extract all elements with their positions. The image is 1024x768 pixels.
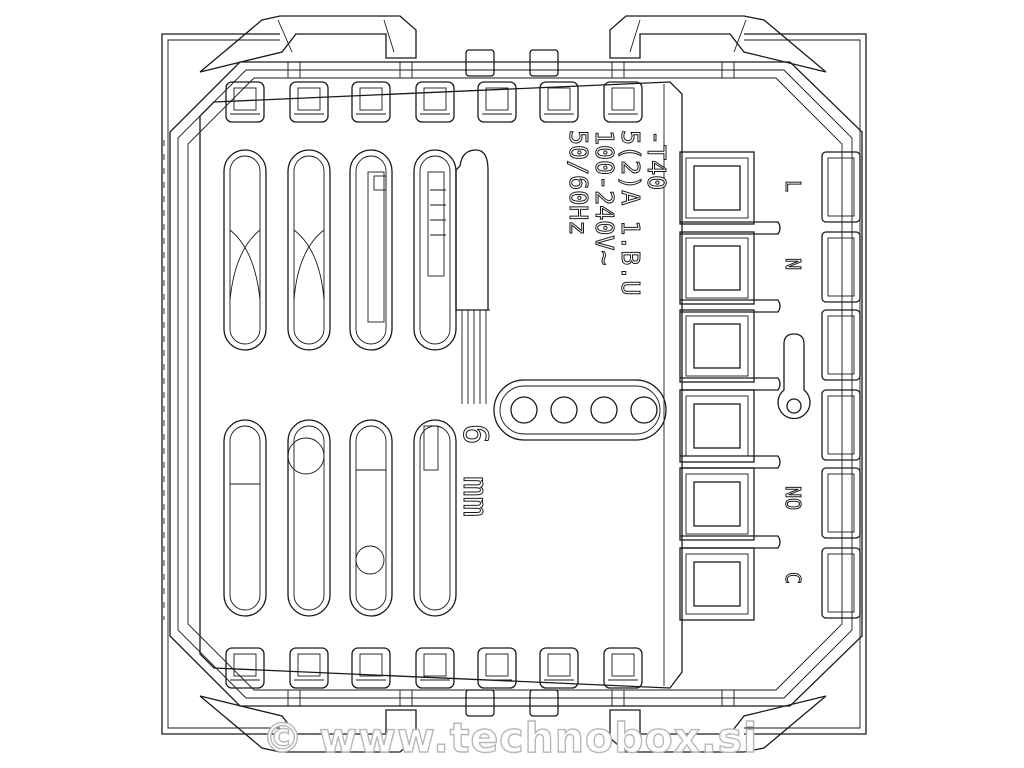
top-tab-4 <box>415 81 455 123</box>
bottom-tab-4 <box>415 647 455 689</box>
top-tab-3 <box>351 81 391 123</box>
rating-current: 5(2)A 1.B.U <box>616 130 645 296</box>
vent-slots-lower <box>223 419 457 617</box>
terminal-label-no: NO <box>781 486 805 510</box>
bottom-tab-3 <box>351 647 391 689</box>
top-clip-right <box>609 15 827 73</box>
top-clip-left <box>199 15 417 73</box>
inner-panel <box>199 81 683 689</box>
strip-length-unit: mm <box>455 476 495 517</box>
rating-label: -T40 5(2)A 1.B.U 100-240V~ 50/60Hz <box>564 130 672 297</box>
top-tab-row <box>225 81 643 123</box>
top-tab-1 <box>225 81 265 123</box>
top-tab-2 <box>289 81 329 123</box>
outer-frame <box>161 33 867 735</box>
module-body <box>169 49 863 717</box>
vent-slots-upper <box>223 149 457 351</box>
top-tab-5 <box>477 81 517 123</box>
bottom-clip-left <box>199 695 417 753</box>
terminal-labels: L N NO C <box>781 180 806 585</box>
rating-voltage: 100-240V~ <box>590 130 619 265</box>
bottom-tab-5 <box>477 647 517 689</box>
strip-gauge <box>493 379 667 441</box>
terminal-block <box>679 151 781 621</box>
watermark-text: © www.technobox.si <box>262 714 758 762</box>
terminal-screw-1 <box>679 151 755 225</box>
bottom-tab-1 <box>225 647 265 689</box>
bottom-tab-6 <box>539 647 579 689</box>
bottom-tab-2 <box>289 647 329 689</box>
top-tab-6 <box>539 81 579 123</box>
terminal-label-l: L <box>781 180 805 192</box>
top-tab-7 <box>603 81 643 123</box>
terminal-screw-2 <box>679 231 755 305</box>
terminal-label-n: N <box>781 258 805 270</box>
strip-length-value: 6 <box>455 424 495 444</box>
bottom-tab-7 <box>603 647 643 689</box>
rating-model: -T40 <box>642 130 671 190</box>
terminal-screw-4 <box>679 389 755 463</box>
side-latches-right <box>821 151 861 619</box>
terminal-screw-5 <box>679 467 755 541</box>
bottom-tab-row <box>225 647 643 689</box>
terminal-label-c: C <box>781 572 805 584</box>
bottom-clip-right <box>609 695 827 753</box>
ground-indicator <box>777 333 811 420</box>
strip-length-label: 6 mm <box>455 424 496 518</box>
terminal-screw-6 <box>679 547 755 621</box>
rating-frequency: 50/60Hz <box>564 130 593 235</box>
terminal-screw-3 <box>679 309 755 383</box>
comb-connector <box>455 149 490 404</box>
